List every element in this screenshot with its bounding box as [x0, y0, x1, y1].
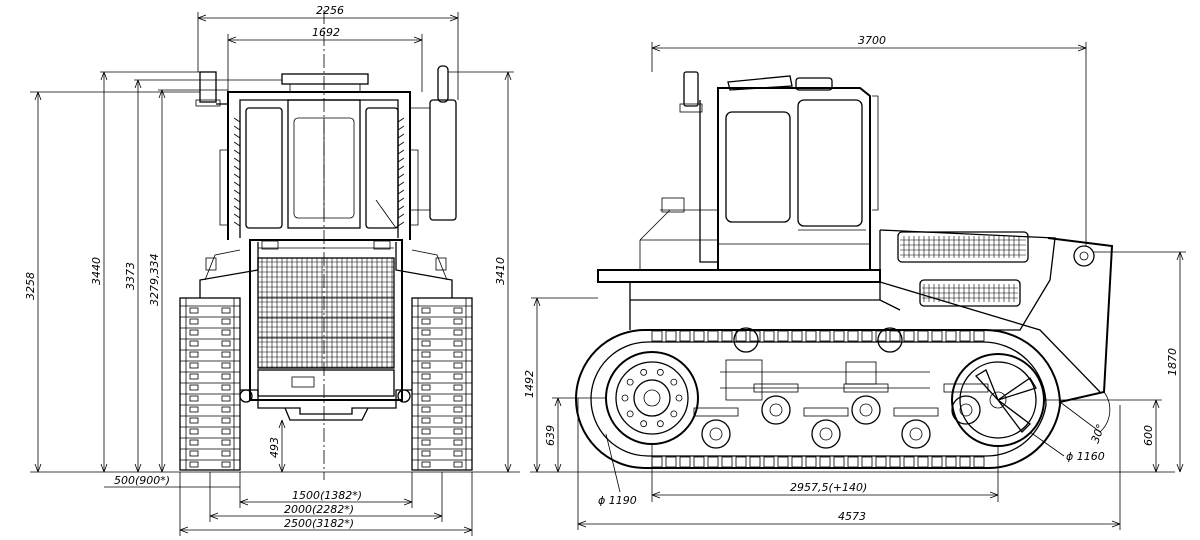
dim-overall-width: 2500(3182*) [284, 517, 354, 530]
dim-height-idler-axis: 600 [1142, 425, 1155, 446]
side-track [575, 329, 1062, 470]
dim-height-exhaust: 3410 [494, 257, 507, 285]
dim-width-overall: 2256 [316, 4, 344, 17]
dim-approach-angle: 30° [1089, 422, 1108, 445]
front-dimensions [30, 12, 514, 536]
dim-height-sprocket-axis: 639 [544, 425, 557, 446]
left-track [179, 297, 241, 471]
dim-height-cab: 3373 [124, 262, 137, 290]
dim-height-beacon: 3440 [90, 257, 103, 285]
side-cab [639, 71, 879, 270]
dim-width-cab: 1692 [312, 26, 340, 39]
front-view: 2256 1692 3258 3440 3373 3279,334 3410 4… [24, 4, 520, 536]
dim-height-hood: 1870 [1166, 348, 1179, 376]
side-body [597, 229, 1114, 403]
dim-idler-diameter: ϕ 1160 [1066, 450, 1105, 463]
dim-height-track: 1492 [523, 370, 536, 398]
side-view: 3700 4573 2957,5(+140) 1492 639 1870 600… [523, 34, 1186, 530]
dim-length-body: 3700 [858, 34, 886, 47]
dim-shoe-width: 500(900*) [114, 474, 170, 487]
dim-track-span: 2000(2282*) [284, 503, 354, 516]
sprocket-wheel [605, 351, 699, 445]
dim-ground-clearance: 493 [268, 437, 281, 458]
front-frame [199, 242, 453, 421]
dim-wheelbase: 2957,5(+140) [790, 481, 867, 494]
dim-length-overall: 4573 [838, 510, 866, 523]
dim-height-roof: 3279,334 [148, 254, 161, 307]
road-wheels [693, 383, 989, 449]
dim-height-total: 3258 [24, 272, 37, 300]
dim-sprocket-diameter: ϕ 1190 [598, 494, 637, 507]
side-dimensions [531, 42, 1186, 530]
right-track [411, 297, 473, 471]
front-cab [195, 65, 457, 240]
radiator-grille [249, 239, 403, 401]
dim-track-gauge: 1500(1382*) [292, 489, 362, 502]
